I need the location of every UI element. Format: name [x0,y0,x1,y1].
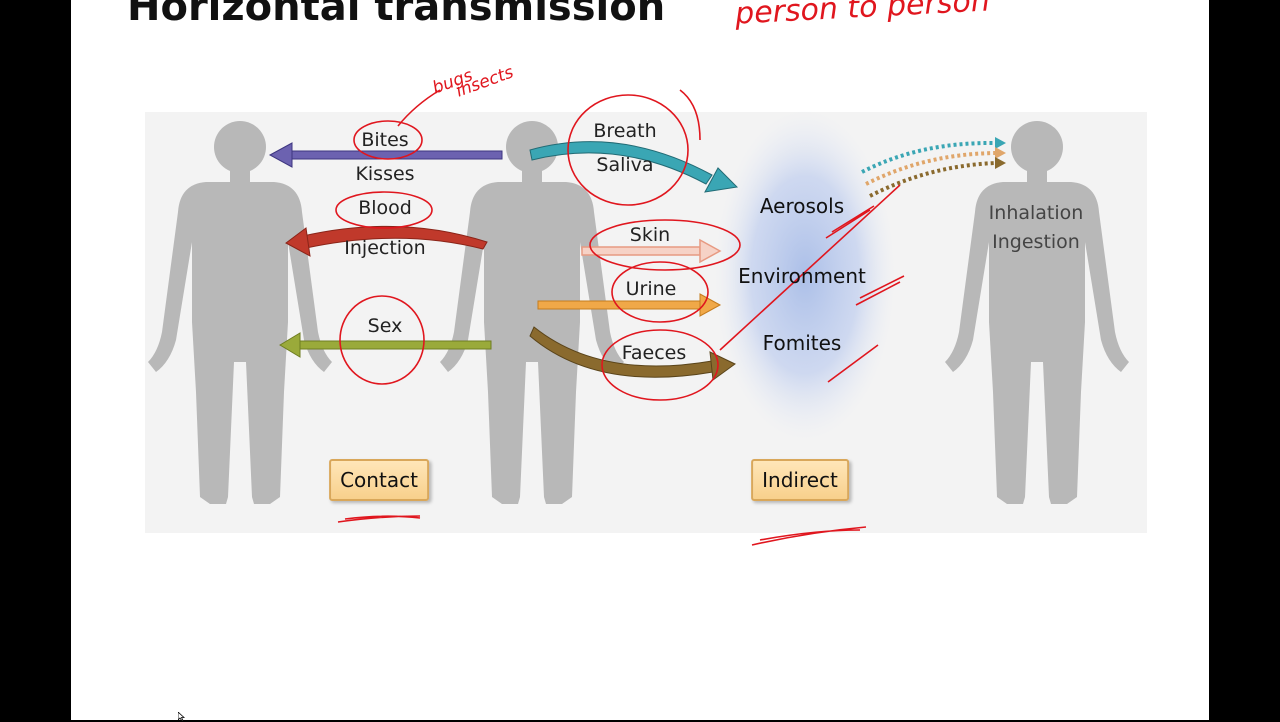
arrowhead-tan [995,147,1006,159]
arrow-skin [581,238,722,264]
label-saliva: Saliva [596,154,654,176]
label-kisses: Kisses [355,163,415,185]
ink-circle-urine [611,261,709,323]
label-environment: Environment [738,264,866,288]
ink-annotations [335,89,905,546]
label-skin: Skin [629,224,671,246]
figure-person-receiver [945,121,1129,504]
ink-hatch-environment [855,275,905,306]
ink-circle-sex [339,295,425,385]
ink-hatch-aerosols [825,205,875,239]
slide-title: Horizontal transmission [127,0,666,30]
label-faeces: Faeces [621,342,687,364]
label-injection: Injection [344,237,426,259]
ink-circle-bites [353,120,423,160]
label-urine: Urine [625,278,677,300]
figure-person-source [440,121,624,504]
ink-circle-blood [335,191,433,229]
indirect-cloud [715,110,895,440]
ink-circle-skin [589,219,741,271]
label-sex: Sex [367,315,403,337]
ink-circle-faeces [601,329,719,401]
ink-circle-breath [567,94,689,206]
arrowhead-teal [995,137,1006,149]
label-fomites: Fomites [762,331,842,355]
ink-underline-indirect [751,526,867,546]
label-ingestion: Ingestion [992,231,1080,253]
arrowhead-brown [995,157,1006,169]
ink-hatch-fomites [827,344,879,383]
ink-underline-contact [337,515,421,523]
category-box-contact: Contact [329,459,429,501]
mouse-cursor-icon [178,712,186,722]
arrows-to-receiver [861,140,996,198]
arrow-breath [529,141,739,193]
ink-path-breath-fork [679,89,701,141]
label-blood: Blood [358,197,412,219]
ink-pointer-bites [397,89,441,127]
label-bites: Bites [361,129,409,151]
figure-person-left [148,121,332,504]
category-box-indirect: Indirect [751,459,849,501]
arrow-sex [279,332,492,358]
arrow-urine [537,293,722,317]
arrow-blood [285,225,488,257]
ink-diagonal-stroke [719,184,901,351]
label-breath: Breath [593,120,657,142]
label-aerosols: Aerosols [759,194,845,218]
label-inhalation: Inhalation [988,202,1084,224]
